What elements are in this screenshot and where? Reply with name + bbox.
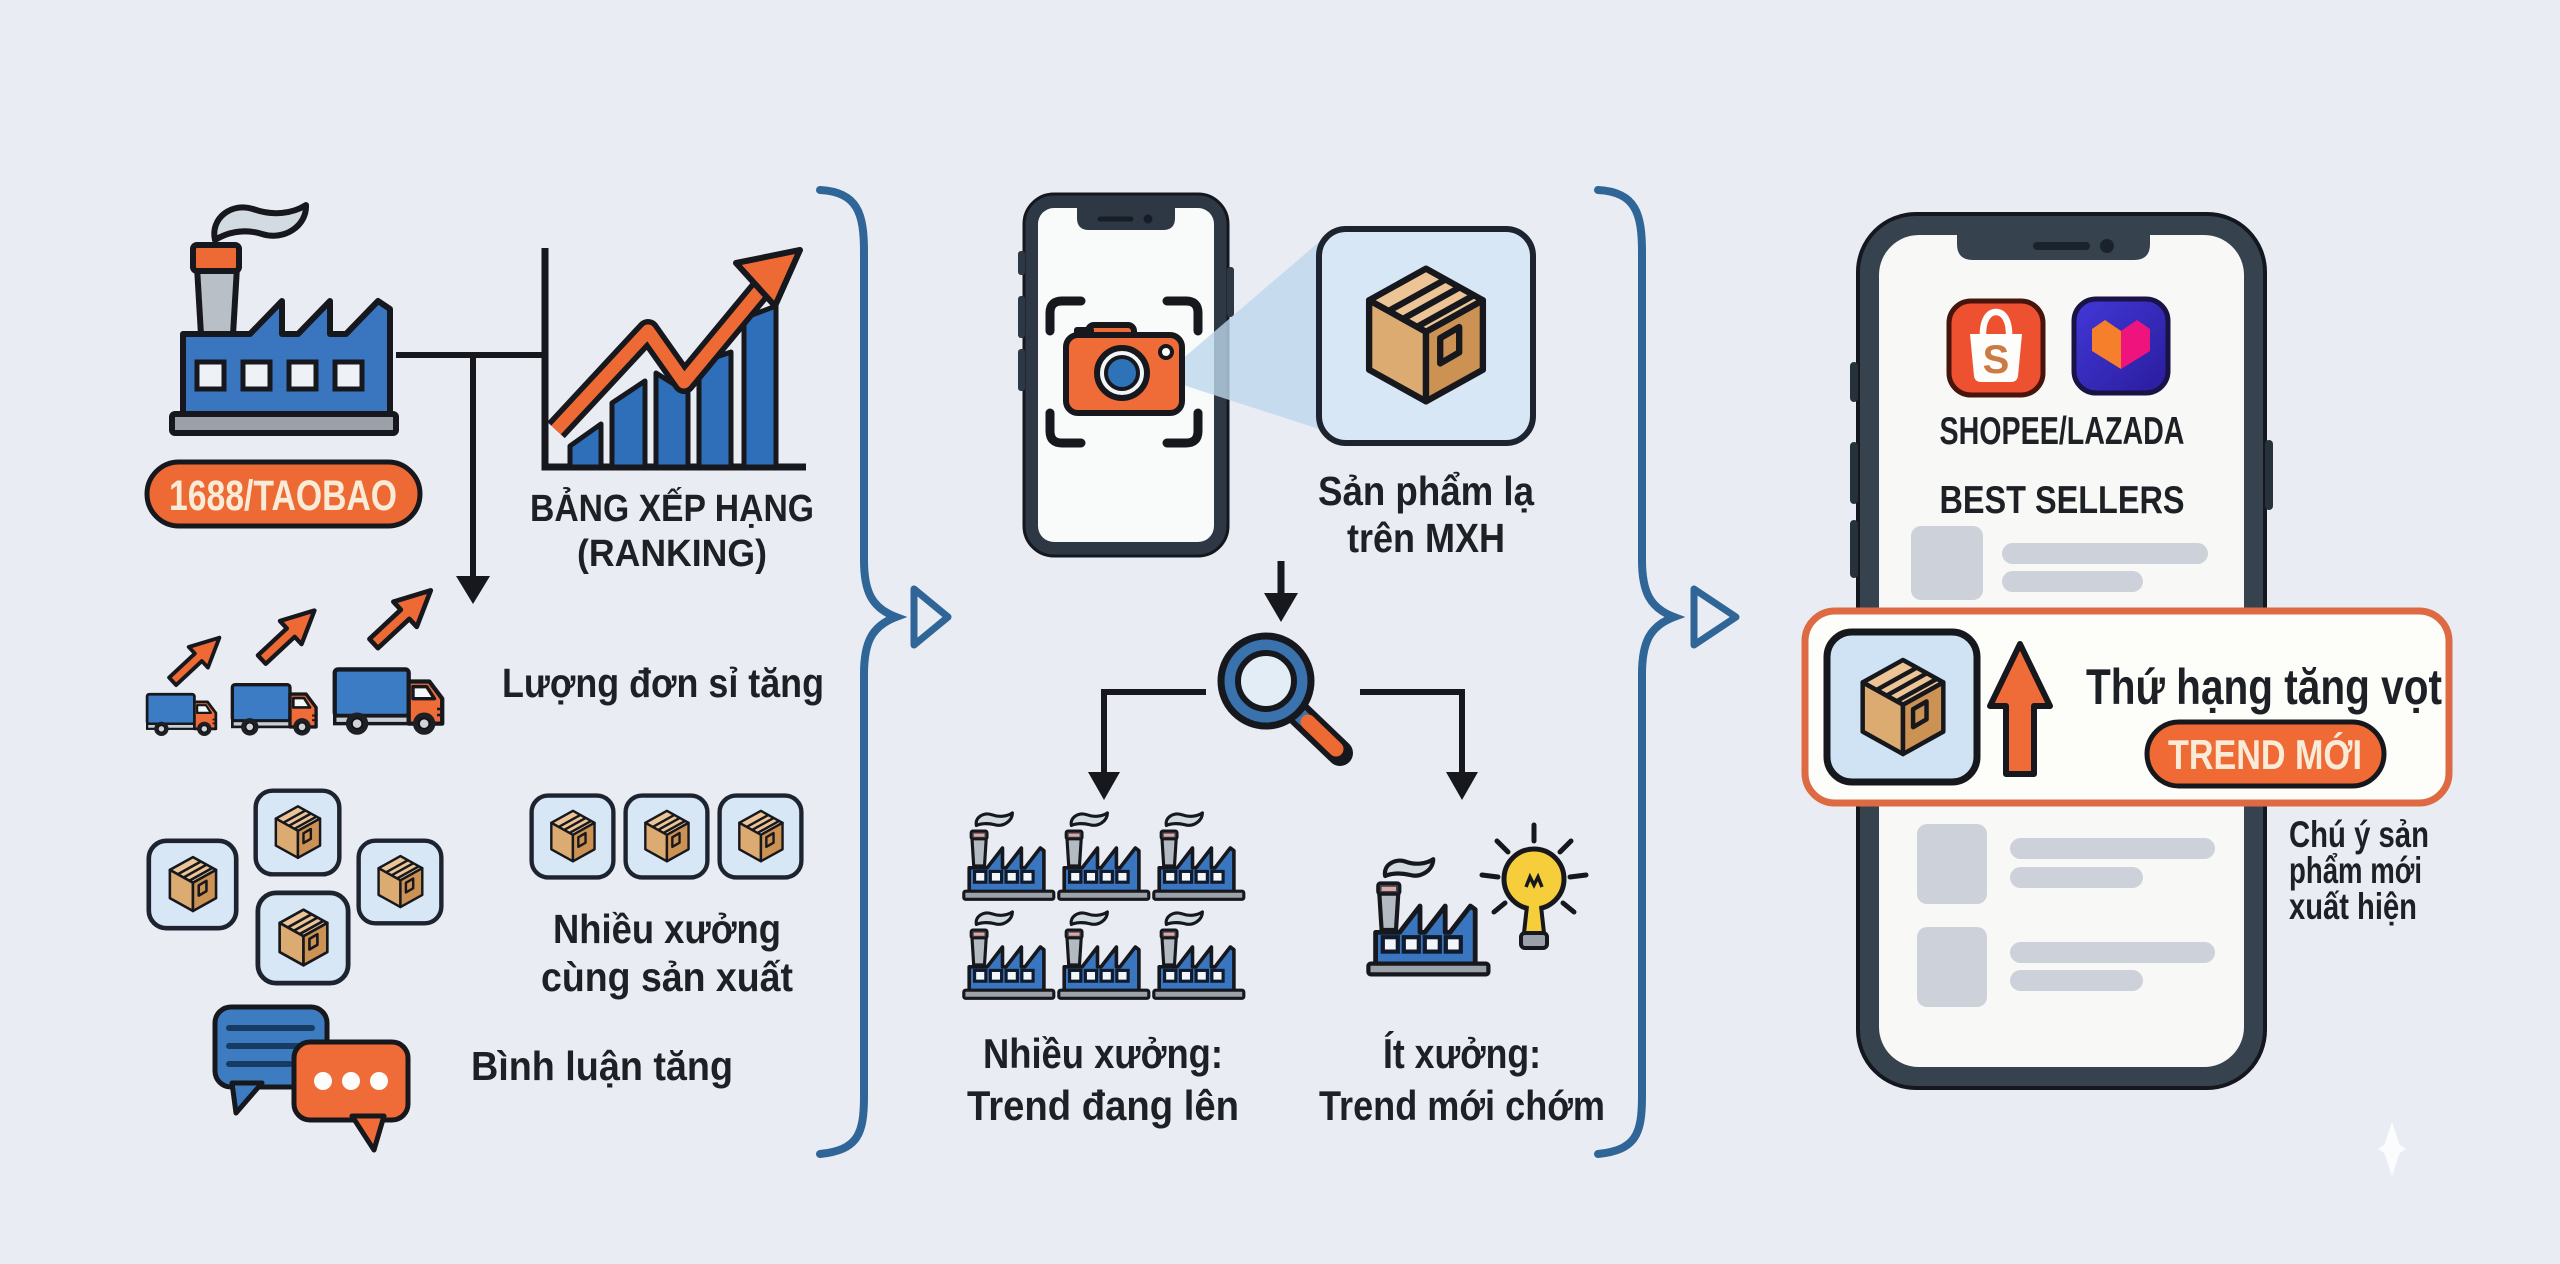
svg-text:Bình luận tăng: Bình luận tăng <box>471 1043 733 1089</box>
svg-text:BẢNG XẾP HẠNG: BẢNG XẾP HẠNG <box>530 486 814 530</box>
svg-text:(RANKING): (RANKING) <box>577 533 767 575</box>
svg-text:xuất hiện: xuất hiện <box>2289 886 2417 927</box>
svg-text:Nhiều xưởng: Nhiều xưởng <box>553 906 781 952</box>
svg-text:1688/TAOBAO: 1688/TAOBAO <box>169 472 397 520</box>
svg-text:Trend đang lên: Trend đang lên <box>967 1082 1239 1129</box>
svg-text:cùng sản xuất: cùng sản xuất <box>541 954 793 1000</box>
svg-text:TREND MỚI: TREND MỚI <box>2168 730 2362 778</box>
svg-text:Trend mới chớm: Trend mới chớm <box>1319 1082 1605 1129</box>
svg-text:Thứ hạng tăng vọt: Thứ hạng tăng vọt <box>2086 659 2442 715</box>
svg-text:Lượng đơn sỉ tăng: Lượng đơn sỉ tăng <box>502 660 824 706</box>
svg-text:S: S <box>1983 338 2010 382</box>
svg-text:phẩm mới: phẩm mới <box>2289 850 2422 891</box>
svg-text:BEST SELLERS: BEST SELLERS <box>1940 479 2185 522</box>
svg-text:Nhiều xưởng:: Nhiều xưởng: <box>983 1030 1223 1077</box>
svg-text:Chú ý sản: Chú ý sản <box>2289 814 2429 855</box>
svg-text:trên MXH: trên MXH <box>1347 515 1505 561</box>
svg-text:SHOPEE/LAZADA: SHOPEE/LAZADA <box>1940 410 2185 453</box>
svg-text:Ít xưởng:: Ít xưởng: <box>1383 1030 1541 1077</box>
svg-text:Sản phẩm lạ: Sản phẩm lạ <box>1318 468 1535 514</box>
